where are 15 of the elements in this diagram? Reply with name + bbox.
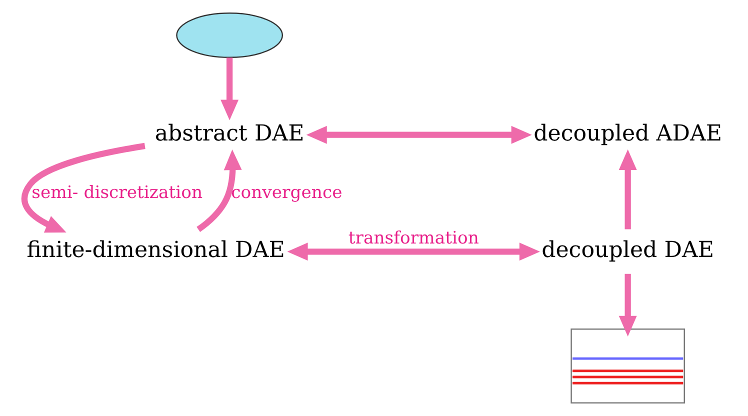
node-text: finite-dimensional DAE [26,237,285,264]
arrow [306,126,532,144]
node-text: abstract DAE [154,120,304,146]
node-text: decoupled ADAE [534,120,722,146]
arrow [287,242,540,261]
arrow [220,58,239,120]
node-ellipse [176,12,284,58]
edge-label: transformation [348,228,479,248]
arrow [618,274,637,336]
arrow [196,150,242,232]
edge-label: semi- discretization [32,182,203,203]
node-text: decoupled DAE [542,237,714,264]
arrow [618,149,637,230]
arrow [21,142,146,233]
edge-label: convergence [231,182,342,203]
